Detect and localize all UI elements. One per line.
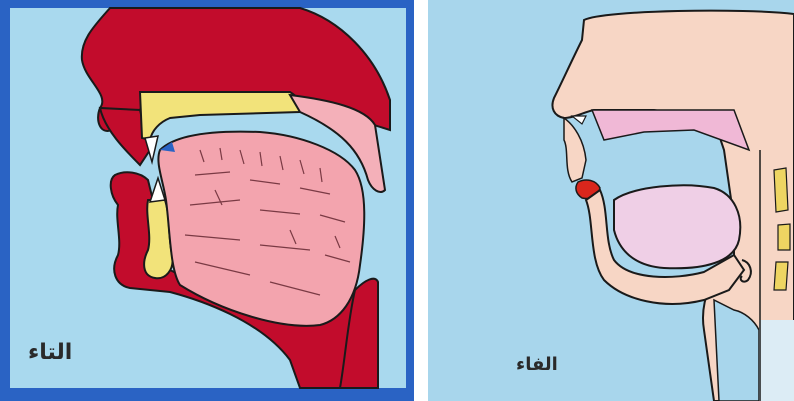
faa-articulation-diagram: الفاء [414,0,794,401]
diagram-caption: الفاء [516,354,558,375]
airflow-highlight [759,320,794,401]
panel-margin [414,0,428,401]
diagram-caption: التاء [28,340,72,365]
faa-sagittal-section [414,0,794,401]
taa-articulation-diagram: التاء [0,0,414,401]
tongue [614,185,740,268]
